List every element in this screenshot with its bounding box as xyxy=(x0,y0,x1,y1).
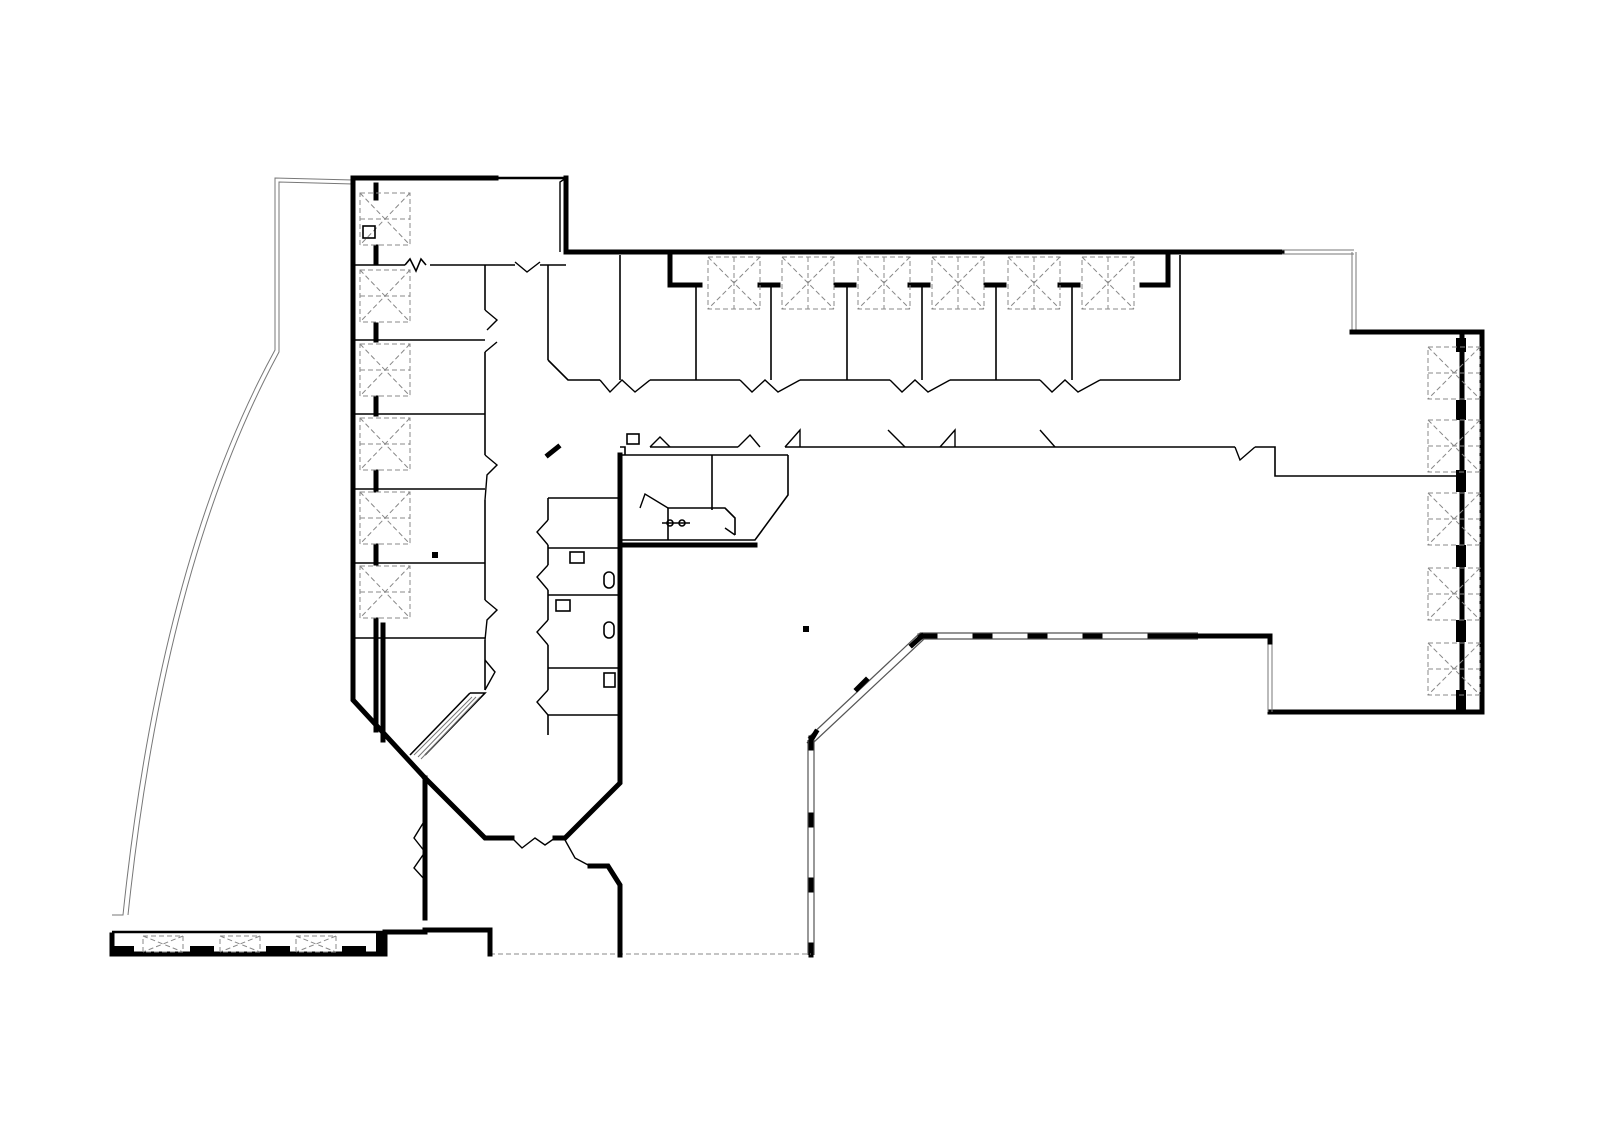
window-cross-icon xyxy=(219,935,261,953)
door-swing-icon xyxy=(413,819,426,881)
door-swing-icon xyxy=(536,519,549,716)
window-cross-icon xyxy=(359,565,411,619)
window-cross-icon xyxy=(1081,256,1135,310)
column-icon xyxy=(432,552,438,558)
stair-icon xyxy=(409,692,487,760)
window-cross-icon xyxy=(359,192,411,246)
door-swing-icon xyxy=(639,492,736,536)
window-cross-icon xyxy=(707,256,761,310)
upper-offices xyxy=(590,252,1462,477)
window-cross-icon xyxy=(359,417,411,471)
washbasin-icon xyxy=(362,225,376,239)
window-cross-icon xyxy=(857,256,911,310)
washbasin-icon xyxy=(603,672,616,688)
washbasin-icon xyxy=(569,551,585,564)
door-swing-icon xyxy=(484,309,499,691)
door-swing-icon xyxy=(514,177,567,273)
right-wing xyxy=(1427,329,1481,715)
window-cross-icon xyxy=(1007,256,1061,310)
left-wing-rooms xyxy=(353,177,567,760)
door-swing-icon xyxy=(599,379,1101,394)
door-swing-icon xyxy=(511,837,591,867)
outer-walls xyxy=(109,175,1485,958)
window-cross-icon xyxy=(142,935,184,953)
window-cross-icon xyxy=(781,256,835,310)
door-swing-icon xyxy=(649,428,1256,462)
washbasin-icon xyxy=(555,599,571,612)
column-icon xyxy=(803,626,809,632)
washbasin-icon xyxy=(626,433,640,445)
window-cross-icon xyxy=(1427,492,1481,546)
window-cross-icon xyxy=(1427,567,1481,621)
toilet-icon xyxy=(603,621,615,639)
window-cross-icon xyxy=(359,269,411,323)
window-cross-icon xyxy=(1427,419,1481,473)
kitchen-block xyxy=(617,454,789,548)
curved-terrace-outline xyxy=(112,177,354,916)
window-cross-icon xyxy=(359,491,411,545)
window-cross-icon xyxy=(359,343,411,397)
washbasin-icon xyxy=(662,519,690,527)
window-cross-icon xyxy=(1427,642,1481,696)
window-cross-icon xyxy=(931,256,985,310)
window-cross-icon xyxy=(295,935,337,953)
central-wc-block xyxy=(413,265,623,958)
window-cross-icon xyxy=(1427,346,1481,400)
bottom-windows xyxy=(112,932,386,954)
toilet-icon xyxy=(603,571,615,589)
